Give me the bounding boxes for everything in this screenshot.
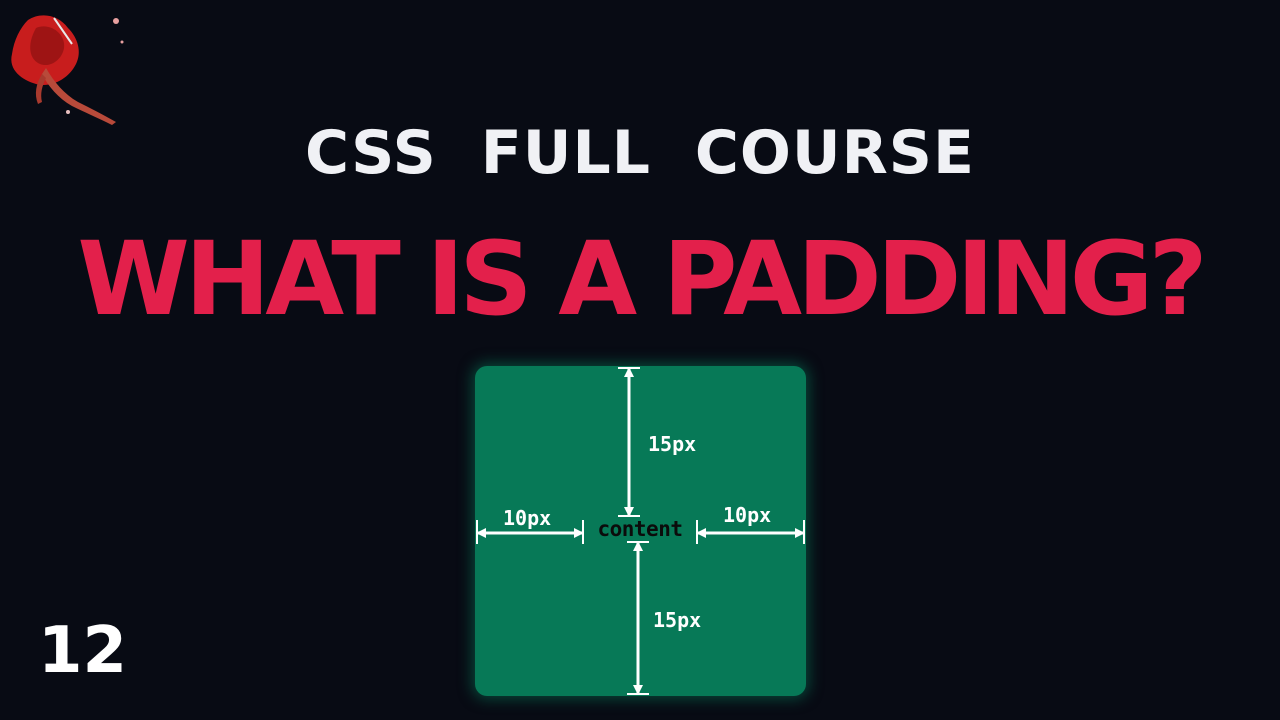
red-figure-icon bbox=[11, 15, 124, 125]
padding-right-label: 10px bbox=[723, 503, 772, 527]
course-title: CSS FULL COURSE bbox=[305, 118, 975, 188]
top-padding-arrow bbox=[618, 367, 640, 517]
padding-top-label: 15px bbox=[648, 432, 697, 456]
padding-diagram-box: 15px 15px 10px 10px content bbox=[475, 366, 806, 696]
content-label: content bbox=[597, 517, 683, 541]
padding-arrows bbox=[476, 367, 805, 695]
right-padding-arrow bbox=[696, 520, 805, 544]
padding-left-label: 10px bbox=[503, 506, 552, 530]
bottom-padding-arrow bbox=[627, 541, 649, 695]
channel-logo bbox=[6, 8, 130, 126]
padding-bottom-label: 15px bbox=[653, 608, 702, 632]
episode-number: 12 bbox=[38, 614, 128, 688]
headline: WHAT IS A PADDING? bbox=[77, 220, 1207, 339]
left-padding-arrow bbox=[476, 520, 584, 544]
